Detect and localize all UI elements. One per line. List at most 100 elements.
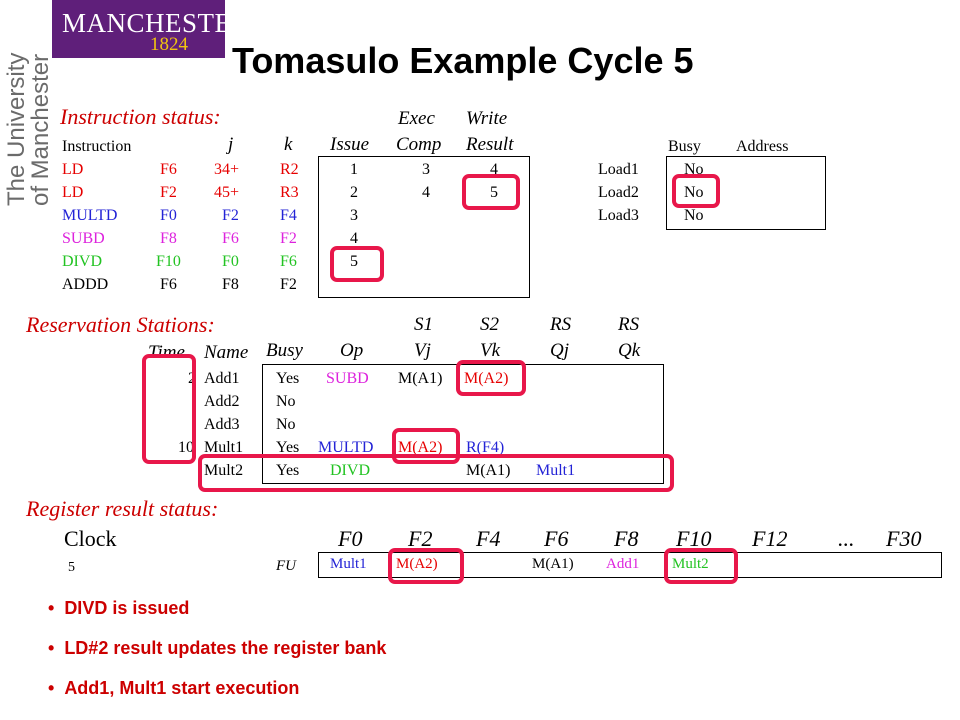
- instr-j: 45+: [214, 184, 240, 201]
- highlight-time-column: [142, 354, 196, 464]
- rs-busy: No: [276, 393, 296, 410]
- vk-header: Vk: [480, 340, 501, 361]
- instr-k: F2: [280, 276, 297, 293]
- load-buffers-box: [666, 156, 826, 230]
- bullet-text: Add1, Mult1 start execution: [64, 678, 300, 698]
- reservation-stations-box: [262, 364, 664, 484]
- register-header: F10: [676, 526, 712, 551]
- load-name: Load1: [598, 161, 639, 178]
- rs-name: Add3: [204, 416, 240, 433]
- instr-write: 5: [490, 184, 498, 201]
- vertical-line2: of Manchester: [27, 53, 54, 206]
- register-status-box: [318, 552, 942, 578]
- s2-header: S2: [480, 314, 499, 335]
- highlight-divd-issue: [330, 246, 384, 282]
- instr-write: 4: [490, 161, 498, 178]
- instr-op: LD: [62, 184, 84, 201]
- instr-op: ADDD: [62, 276, 109, 293]
- instr-exec: 3: [422, 161, 430, 178]
- register-header: F4: [476, 526, 501, 551]
- instr-k: F4: [280, 207, 297, 224]
- instr-j: F6: [222, 230, 239, 247]
- rs-vk: M(A1): [466, 462, 511, 479]
- rs-name: Add2: [204, 393, 240, 410]
- load-busy: No: [684, 161, 704, 178]
- register-status-heading: Register result status:: [26, 496, 219, 521]
- rs-op: MULTD: [318, 439, 374, 456]
- register-header: F2: [408, 526, 433, 551]
- vertical-line1: The University: [3, 52, 30, 206]
- instr-k: R2: [280, 161, 299, 178]
- col-write-header: Result: [466, 134, 514, 155]
- slide-title: Tomasulo Example Cycle 5: [232, 40, 694, 81]
- rs-time: 10: [178, 439, 194, 456]
- instr-issue: 4: [350, 230, 358, 247]
- load-name: Load3: [598, 207, 639, 224]
- instr-dest: F0: [160, 207, 177, 224]
- instruction-status-heading: Instruction status:: [60, 104, 221, 129]
- bullet-item: • DIVD is issued: [48, 598, 190, 618]
- col-k-header: k: [284, 134, 293, 155]
- write-header-top: Write: [466, 108, 508, 129]
- rs-op: DIVD: [330, 462, 370, 479]
- highlight-mult2-row: [198, 454, 674, 492]
- instr-op: MULTD: [62, 207, 118, 224]
- bullet-text: DIVD is issued: [64, 598, 190, 618]
- clock-value: 5: [68, 560, 75, 575]
- instr-k: F2: [280, 230, 297, 247]
- fu-label: FU: [276, 558, 296, 574]
- register-fu: Mult1: [330, 556, 367, 572]
- rs-name: Add1: [204, 370, 240, 387]
- load-busy: No: [684, 207, 704, 224]
- highlight-f10-register: [664, 548, 738, 584]
- highlight-add1-vk: [456, 360, 526, 396]
- rs-op: SUBD: [326, 370, 369, 387]
- instr-j: F0: [222, 253, 239, 270]
- rs-busy: Yes: [276, 462, 300, 479]
- rs1-header: RS: [550, 314, 572, 335]
- load-name: Load2: [598, 184, 639, 201]
- instr-dest: F6: [160, 161, 177, 178]
- clock-label: Clock: [64, 526, 117, 551]
- rs-busy: No: [276, 416, 296, 433]
- rs-qj: Mult1: [536, 462, 576, 479]
- instr-op: DIVD: [62, 253, 102, 270]
- instr-dest: F10: [156, 253, 181, 270]
- instr-j: F2: [222, 207, 239, 224]
- logo-name: MANCHESTER: [62, 8, 251, 38]
- bullet-item: • LD#2 result updates the register bank: [48, 638, 387, 658]
- col-j-header: j: [228, 134, 234, 155]
- instr-issue: 3: [350, 207, 358, 224]
- op-header: Op: [340, 340, 364, 361]
- register-header: F12: [752, 526, 788, 551]
- instr-issue: 2: [350, 184, 358, 201]
- rs2-header: RS: [618, 314, 640, 335]
- register-header: F0: [338, 526, 363, 551]
- register-header: ...: [838, 526, 855, 551]
- rs-vj: M(A1): [398, 370, 443, 387]
- vertical-university-name: The University of Manchester: [3, 53, 54, 210]
- bullet-text: LD#2 result updates the register bank: [64, 638, 387, 658]
- qk-header: Qk: [618, 340, 641, 361]
- load-busy: No: [684, 184, 704, 201]
- instr-issue: 1: [350, 161, 358, 178]
- instr-k: R3: [280, 184, 299, 201]
- instr-dest: F6: [160, 276, 177, 293]
- instr-op: SUBD: [62, 230, 105, 247]
- register-fu: Mult2: [672, 556, 709, 572]
- register-fu: M(A2): [396, 556, 438, 572]
- reservation-stations-heading: Reservation Stations:: [26, 312, 215, 337]
- load-busy-header: Busy: [668, 138, 701, 155]
- instruction-status-box: [318, 156, 530, 298]
- col-instruction-header: Instruction: [62, 138, 132, 155]
- rs-vj: M(A2): [398, 439, 443, 456]
- highlight-ld2-write: [462, 174, 520, 210]
- bullet-item: • Add1, Mult1 start execution: [48, 678, 300, 698]
- rs-busy: Yes: [276, 370, 300, 387]
- busy-header: Busy: [266, 340, 303, 361]
- highlight-f2-register: [388, 548, 464, 584]
- university-logo: MANCHESTER 1824: [52, 0, 250, 58]
- rs-name: Mult2: [204, 462, 244, 479]
- register-header: F8: [614, 526, 639, 551]
- instr-k: F6: [280, 253, 297, 270]
